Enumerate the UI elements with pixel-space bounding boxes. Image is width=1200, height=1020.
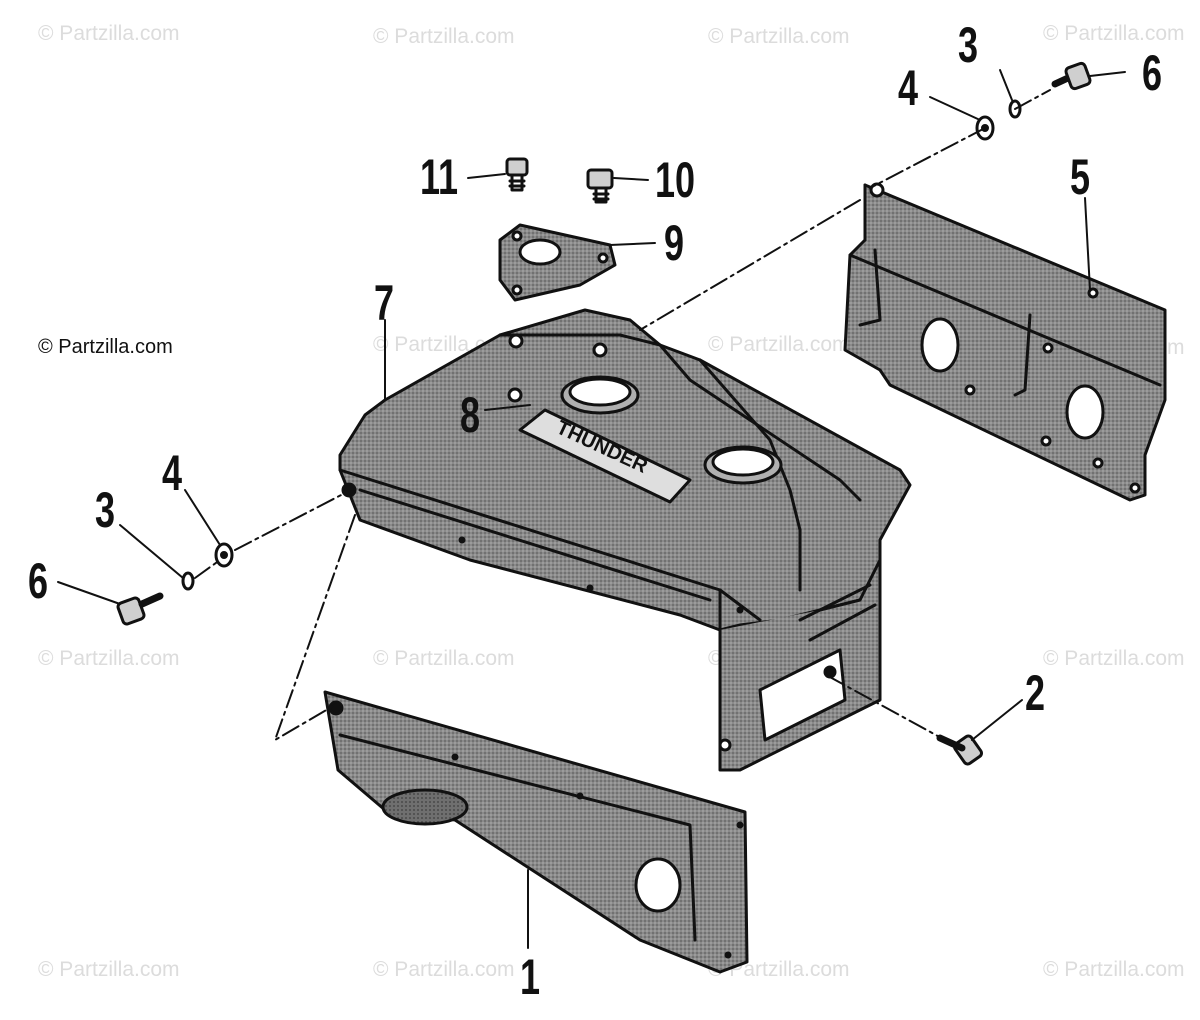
- watermark: © Partzilla.com: [1043, 22, 1185, 45]
- callout-part-5: 5: [1070, 149, 1091, 205]
- callout-part-8: 8: [460, 387, 481, 443]
- watermark: © Partzilla.com: [708, 25, 850, 48]
- watermark: © Partzilla.com: [1043, 647, 1185, 670]
- watermark: © Partzilla.com: [38, 958, 180, 981]
- lower-shroud-part: [323, 690, 749, 974]
- watermark: © Partzilla.com: [1043, 958, 1185, 981]
- callout-part-2: 2: [1025, 665, 1046, 721]
- watermark: © Partzilla.com: [373, 958, 515, 981]
- callout-part-4-left: 4: [162, 445, 183, 501]
- callout-part-3-left: 3: [95, 482, 116, 538]
- callout-part-4-right: 4: [898, 60, 919, 116]
- screw-part-11: [505, 157, 529, 192]
- watermark: © Partzilla.com: [373, 25, 515, 48]
- lockwasher-part-3-left: [181, 571, 195, 591]
- callout-part-9: 9: [664, 215, 685, 271]
- copyright-notice: © Partzilla.com: [38, 336, 173, 358]
- leader-lines: [57, 69, 1126, 949]
- washer-part-4-left: [214, 542, 234, 568]
- callout-part-11: 11: [420, 149, 459, 205]
- callout-part-6-left: 6: [28, 553, 49, 609]
- watermark: © Partzilla.com: [38, 22, 180, 45]
- rear-plate-part: [843, 182, 1167, 502]
- watermark: © Partzilla.com: [38, 647, 180, 670]
- callout-part-10: 10: [655, 152, 696, 208]
- watermark: © Partzilla.com: [373, 647, 515, 670]
- bracket-part: [498, 223, 617, 302]
- screw-part-10: [586, 168, 614, 204]
- hood-cowling-part: [338, 308, 912, 772]
- callout-part-7: 7: [374, 275, 395, 331]
- assembly-lines: [194, 89, 1051, 741]
- watermark: © Partzilla.com: [708, 333, 850, 356]
- callout-part-6-right: 6: [1142, 45, 1163, 101]
- callout-part-1: 1: [520, 949, 541, 1005]
- bolt-part-6-right: [1051, 61, 1092, 91]
- bolt-part-2: [936, 734, 984, 766]
- bolt-part-6-left: [116, 592, 164, 626]
- callout-part-3-right: 3: [958, 17, 979, 73]
